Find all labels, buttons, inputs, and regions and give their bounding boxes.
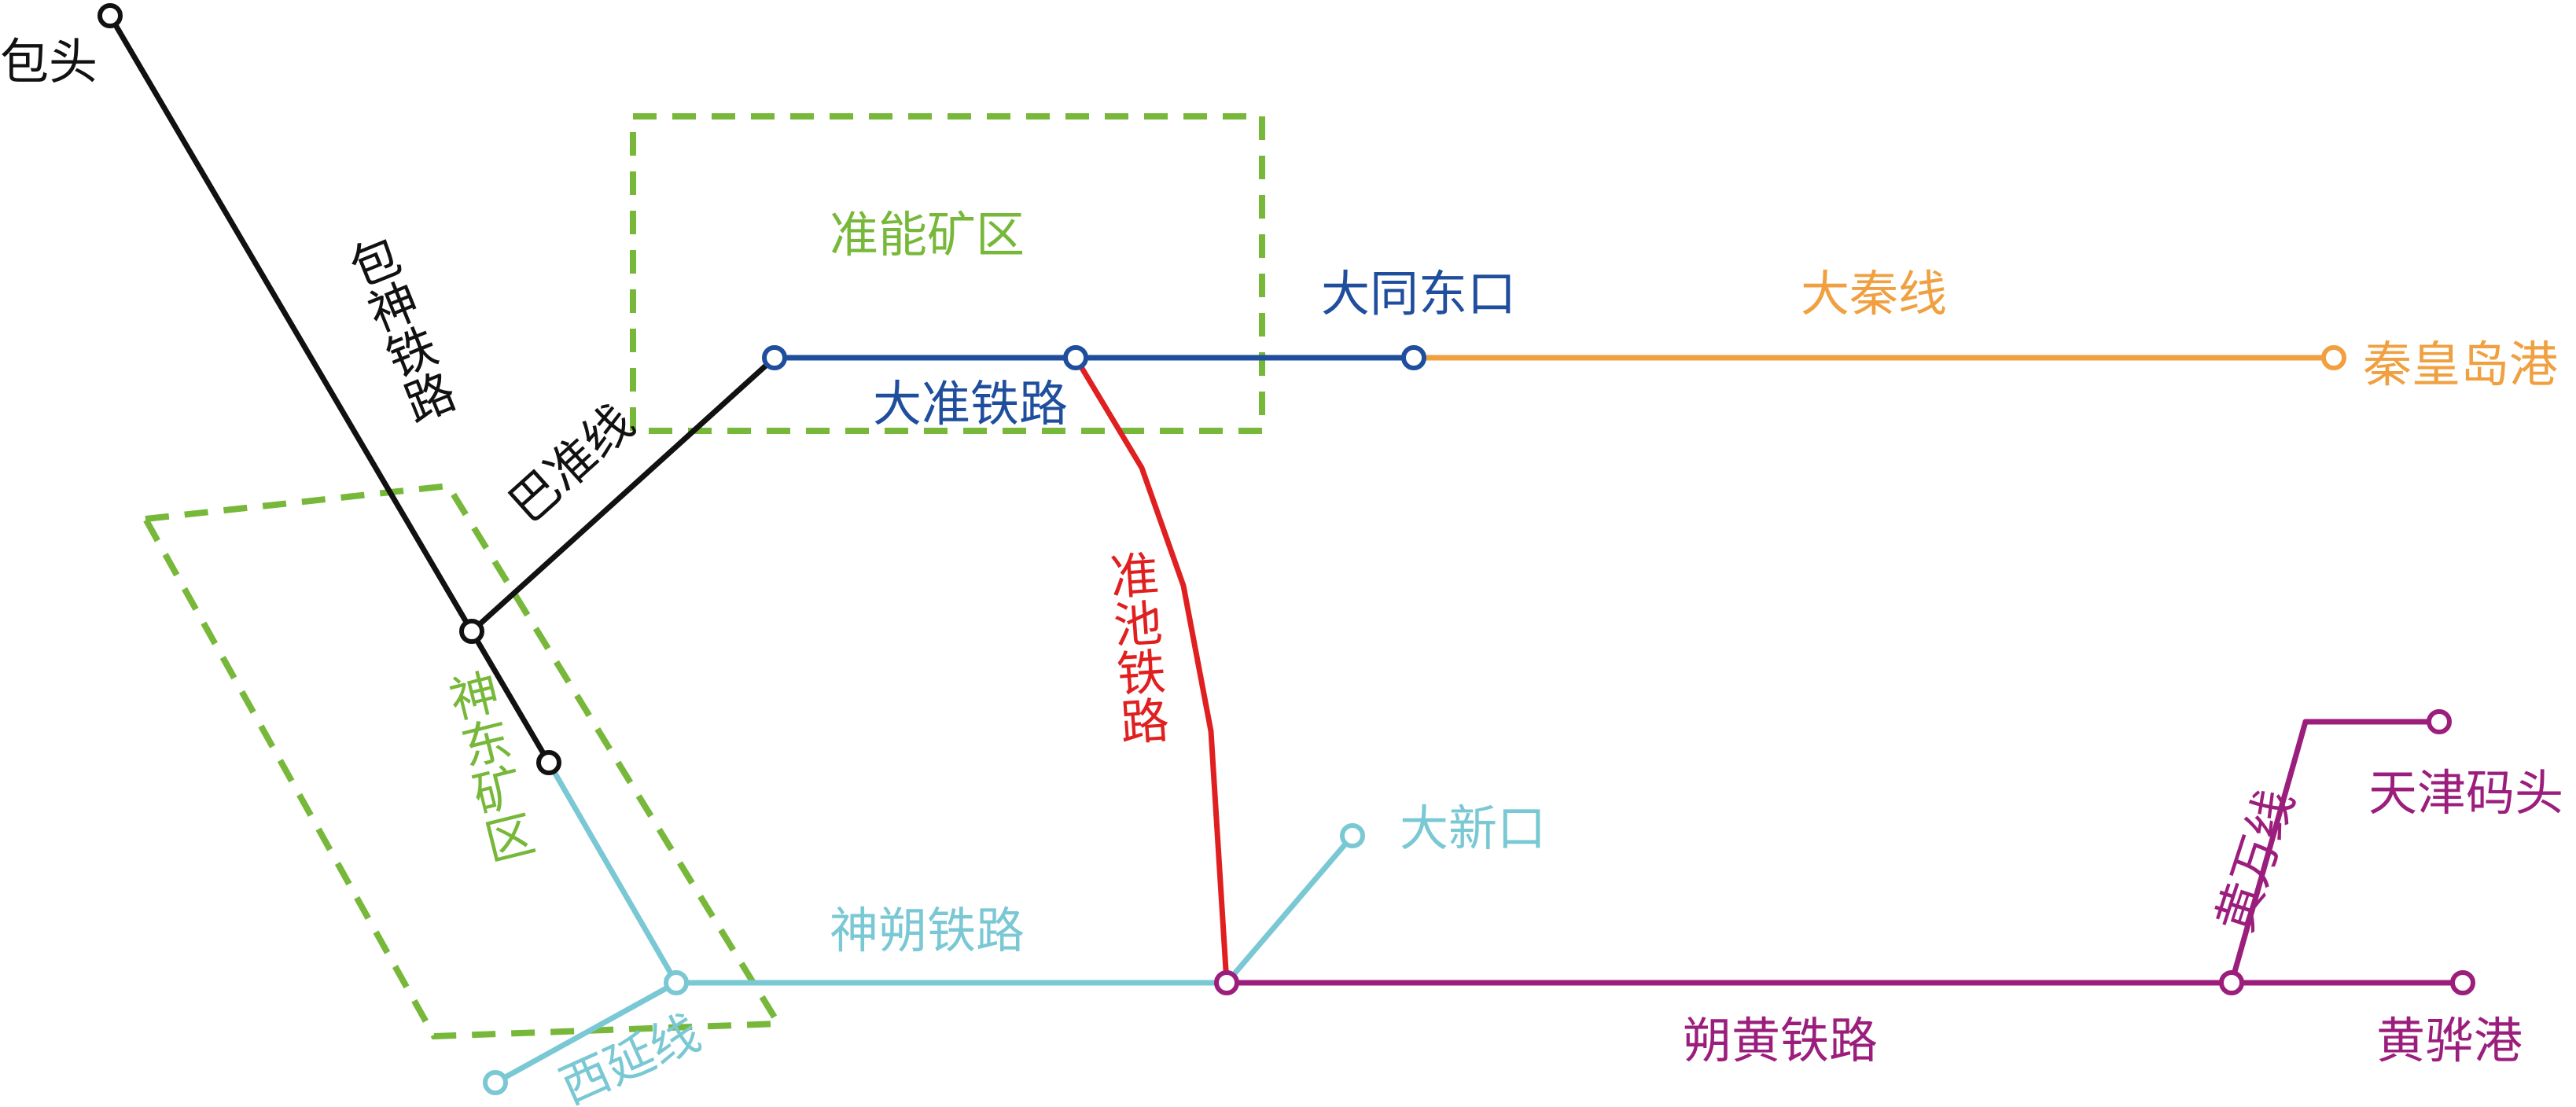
zone-shendong-box [140,482,784,1040]
line-label-baoshen: 包神铁路 [335,229,462,431]
line-baoshen [107,13,552,766]
node-datong-dongkou [1401,345,1426,370]
line-daxinkou-branch [1224,833,1356,986]
node-xiyan-end [483,1070,508,1095]
line-label-shuohuang: 朔黄铁路 [1683,1012,1878,1069]
node-huanghua [2450,970,2475,995]
station-label-daxinkou: 大新口 [1400,800,1546,857]
node-baotou [98,3,123,28]
line-label-zhunchi: 准池铁路 [1100,548,1171,746]
line-label-daqin: 大秦线 [1801,265,1947,322]
station-label-datong-dongkou: 大同东口 [1321,265,1516,322]
node-tianjin [2427,709,2452,734]
line-label-huangwan: 黄万线 [2206,782,2306,939]
node-bazhun-junction [459,619,484,644]
node-shenshuo-xiyan [664,970,689,995]
node-baoshen-end [536,750,561,775]
line-huangwan [2228,719,2442,986]
node-dazhun-west [762,345,787,370]
zone-label-shendong: 神东矿区 [436,665,539,868]
node-dazhun-zhunchi [1063,345,1088,370]
node-daxinkou [1340,823,1365,848]
node-shuohuang-west [1214,970,1239,995]
line-xiyan [492,980,679,1086]
zone-zhunneng-box [630,113,1265,434]
node-qinhuangdao [2321,345,2346,370]
line-zhunchi [1073,355,1230,986]
line-label-xiyan: 西延线 [551,1003,708,1107]
line-bazhun [469,355,778,634]
zone-label-zhunneng: 准能矿区 [830,206,1025,263]
line-label-dazhun: 大准铁路 [873,375,1068,432]
station-label-huanghua: 黄骅港 [2376,1012,2523,1069]
station-label-qinhuangdao: 秦皇岛港 [2363,336,2558,393]
station-label-baotou: 包头 [0,33,98,90]
line-label-shenshuo: 神朔铁路 [830,902,1025,959]
line-label-bazhun: 巴准线 [498,393,645,534]
node-huangwan-junction [2219,970,2244,995]
station-label-tianjin: 天津码头 [2368,764,2563,822]
